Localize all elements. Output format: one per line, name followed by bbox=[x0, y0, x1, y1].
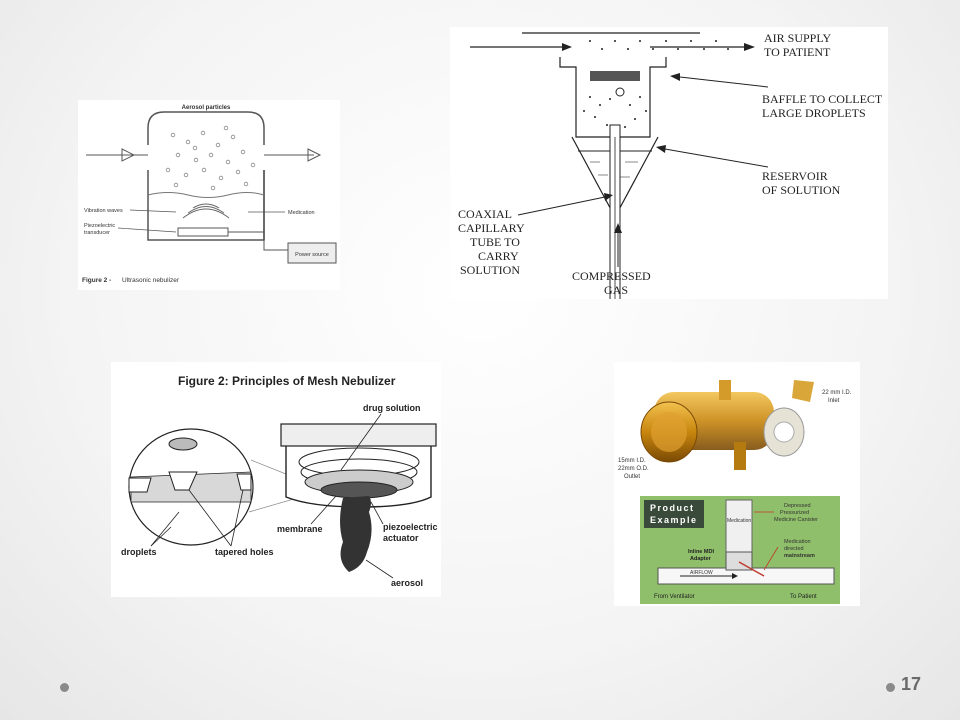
adapter-label-2: Adapter bbox=[690, 556, 712, 562]
aerosol-label: aerosol bbox=[391, 578, 423, 588]
transducer-label-1: Piezoelectric bbox=[84, 223, 115, 229]
figure-caption-text: Ultrasonic nebulizer bbox=[122, 277, 180, 284]
drug-solution-label: drug solution bbox=[363, 403, 421, 413]
medication-label: Medication bbox=[288, 210, 315, 216]
reservoir-label-1: RESERVOIR bbox=[762, 169, 828, 183]
actuator-label-2: actuator bbox=[383, 533, 419, 543]
reservoir-label-2: OF SOLUTION bbox=[762, 183, 841, 197]
tapered-holes-label: tapered holes bbox=[215, 547, 274, 557]
inlet-label-1: 22 mm I.D. bbox=[822, 390, 852, 396]
outlet-label-3: Outlet bbox=[624, 474, 640, 480]
left-bullet bbox=[60, 683, 69, 692]
baffle-label-2: LARGE DROPLETS bbox=[762, 106, 866, 120]
right-bullet bbox=[886, 683, 895, 692]
device-cap bbox=[280, 423, 437, 447]
baffle-label-1: BAFFLE TO COLLECT bbox=[762, 92, 883, 106]
baffle bbox=[590, 71, 640, 81]
canister-label-2: Pressurized bbox=[780, 510, 809, 516]
directed-label-1: Medication bbox=[784, 539, 811, 545]
canister-label-1: Depressed bbox=[784, 503, 811, 509]
liquid-surface bbox=[147, 192, 265, 198]
transducer-label-2: transducer bbox=[84, 230, 110, 236]
aerosol-particles bbox=[165, 125, 256, 191]
aerosol-particles-label: Aerosol particles bbox=[182, 105, 231, 111]
figure-caption-label: Figure 2 - bbox=[82, 277, 111, 284]
power-source-box bbox=[287, 242, 337, 264]
airflow-label: AIRFLOW bbox=[690, 570, 713, 576]
capillary-label-2: CAPILLARY bbox=[458, 221, 525, 235]
membrane-label: membrane bbox=[277, 524, 323, 534]
outlet-label-2: 22mm O.D. bbox=[618, 466, 649, 472]
outlet-label-1: 15mm I.D. bbox=[618, 458, 646, 464]
to-patient-label: To Patient bbox=[790, 594, 817, 600]
vibration-waves bbox=[182, 203, 230, 219]
chamber-outline bbox=[147, 111, 265, 241]
mesh-diagram: Figure 2: Principles of Mesh Nebulizer d… bbox=[121, 374, 438, 588]
inlet-label-2: Inlet bbox=[828, 398, 840, 404]
capillary-label-3: TUBE TO bbox=[470, 235, 520, 249]
jet-diagram: AIR SUPPLY TO PATIENT BAFFLE TO COLLECT … bbox=[458, 31, 883, 299]
air-supply-label-2: TO PATIENT bbox=[764, 45, 831, 59]
product-example-title-1: Product bbox=[650, 503, 695, 513]
actuator-label-1: piezoelectric bbox=[383, 522, 438, 532]
ultrasonic-diagram: Power source Aerosol particles Vibration… bbox=[82, 105, 337, 284]
directed-label-2: directed bbox=[784, 546, 804, 552]
membrane-disc bbox=[320, 481, 398, 499]
capillary-label-1: COAXIAL bbox=[458, 207, 512, 221]
mesh-nebulizer-figure: Figure 2: Principles of Mesh Nebulizer d… bbox=[111, 362, 441, 597]
spray-arrow bbox=[738, 561, 765, 577]
transducer bbox=[177, 227, 229, 237]
capillary-label-4: CARRY bbox=[478, 249, 519, 263]
jet-nebulizer-figure: AIR SUPPLY TO PATIENT BAFFLE TO COLLECT … bbox=[450, 27, 888, 299]
capillary-label-5: SOLUTION bbox=[460, 263, 520, 277]
vibration-waves-label: Vibration waves bbox=[84, 208, 123, 214]
medicine-canister bbox=[725, 499, 753, 553]
medication-tag: Medication bbox=[727, 518, 751, 524]
aerosol-flow bbox=[589, 40, 729, 50]
adapter-photo bbox=[640, 380, 814, 470]
page-number: 17 bbox=[901, 674, 922, 694]
ultrasonic-nebulizer-figure: Power source Aerosol particles Vibration… bbox=[78, 100, 340, 290]
droplets-label: droplets bbox=[121, 547, 157, 557]
adapter-label-1: Inline MDI bbox=[688, 549, 714, 555]
compressed-gas-label-1: COMPRESSED bbox=[572, 269, 651, 283]
product-diagram: 22 mm I.D. Inlet 15mm I.D. 22mm O.D. Out… bbox=[618, 380, 852, 604]
aerosol-plume bbox=[340, 496, 372, 572]
compressed-gas-label-2: GAS bbox=[604, 283, 628, 297]
air-supply-label-1: AIR SUPPLY bbox=[764, 31, 831, 45]
product-example-title-bg bbox=[644, 500, 704, 528]
directed-label-3: mainstream bbox=[784, 553, 815, 559]
canister-label-3: Medicine Canister bbox=[774, 517, 818, 523]
product-example-figure: 22 mm I.D. Inlet 15mm I.D. 22mm O.D. Out… bbox=[614, 362, 860, 606]
mesh-title: Figure 2: Principles of Mesh Nebulizer bbox=[178, 374, 396, 388]
power-source-label: Power source bbox=[295, 252, 329, 258]
from-ventilator-label: From Ventilator bbox=[654, 594, 695, 600]
product-example-title-2: Example bbox=[650, 515, 698, 525]
